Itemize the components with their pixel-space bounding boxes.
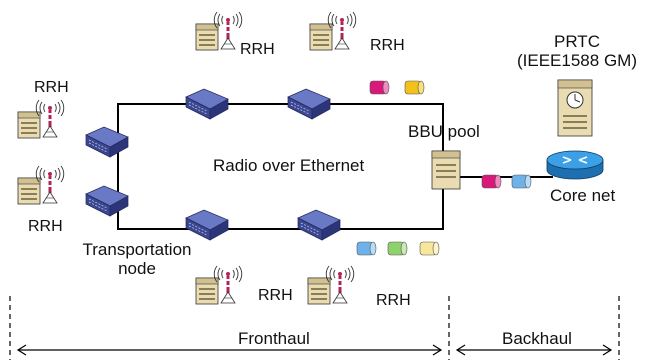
ring-label: Radio over Ethernet [213, 156, 365, 175]
bbu-server-icon [431, 150, 461, 190]
prtc-clock-server-icon [557, 79, 593, 137]
fronthaul-label: Fronthaul [238, 329, 310, 348]
switch-top-right [287, 88, 331, 120]
rrh-site-bottom-right [306, 264, 356, 306]
segment-arrows [16, 344, 613, 356]
packets-bottom [356, 241, 440, 256]
core-router-icon [546, 150, 604, 180]
rrh-label-bottom-right: RRH [376, 292, 411, 309]
rrh-label-top-left: RRH [240, 41, 275, 58]
transport-node-line1: Transportation [82, 240, 192, 259]
rrh-site-top-right [308, 10, 358, 52]
bbu-pool-label: BBU pool [408, 122, 480, 141]
rrh-label-left-upper: RRH [34, 79, 69, 96]
switch-bottom-left [185, 209, 229, 241]
packets-top [369, 80, 425, 95]
transport-node-label: Transportation node [72, 240, 202, 278]
rrh-site-bottom-left [194, 264, 244, 306]
switch-bottom-right [297, 209, 341, 241]
segment-separators [9, 296, 620, 360]
backhaul-label: Backhaul [502, 329, 572, 348]
prtc-label: PRTC (IEEE1588 GM) [512, 32, 642, 70]
packets-backhaul [481, 174, 532, 189]
switch-top-left [185, 88, 229, 120]
transport-node-line2: node [118, 258, 156, 278]
prtc-label-line1: PRTC [554, 32, 600, 51]
rrh-site-top-left [194, 10, 244, 52]
rrh-label-left-lower: RRH [28, 218, 63, 235]
rrh-site-left-upper [16, 98, 66, 140]
switch-left-lower [85, 185, 129, 217]
ring-links [117, 103, 553, 230]
rrh-site-left-lower [16, 164, 66, 206]
core-net-label: Core net [550, 186, 616, 205]
rrh-label-top-right: RRH [370, 37, 405, 54]
switch-left-upper [85, 126, 129, 158]
rrh-label-bottom-left: RRH [258, 287, 293, 304]
prtc-label-line2: (IEEE1588 GM) [517, 50, 637, 70]
